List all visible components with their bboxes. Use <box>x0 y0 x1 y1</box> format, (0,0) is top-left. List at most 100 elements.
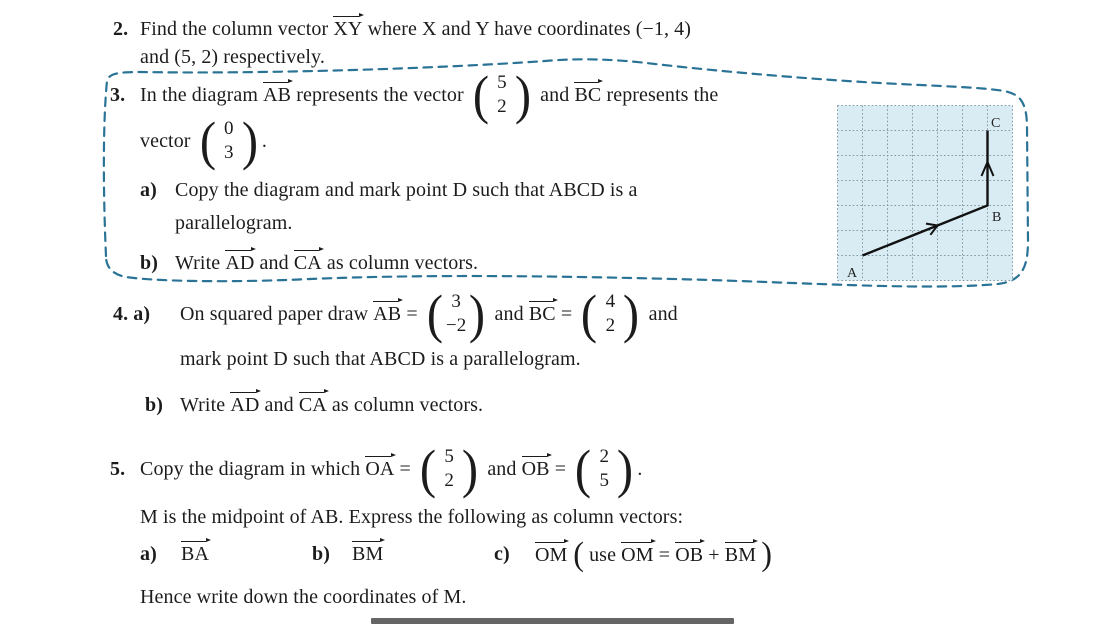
point-label-b: B <box>992 210 1001 225</box>
column-vector-5-2: (5 2) <box>472 66 532 124</box>
close-paren: ) <box>241 111 258 171</box>
close-paren-big: ) <box>761 536 773 573</box>
problem-5-number: 5. <box>110 457 126 480</box>
grid-background <box>837 105 1013 281</box>
p4-text-mid: and <box>489 302 529 325</box>
cvec-bottom: 5 <box>599 470 610 491</box>
cvec-top: 4 <box>605 291 616 312</box>
p4-text-post: and <box>643 302 678 325</box>
problem-3a-line-1: a) Copy the diagram and mark point D such… <box>140 177 637 203</box>
vector-bm: BM <box>352 538 386 565</box>
close-paren: ) <box>462 439 479 499</box>
vector-ob: OB <box>521 452 552 480</box>
cvec-top: 0 <box>223 118 234 139</box>
vector-om: OM <box>535 538 570 566</box>
p5-eq2: = <box>549 457 572 480</box>
p3-text-mid: represents the vector <box>291 83 469 106</box>
vector-bm: BM <box>724 538 759 566</box>
p5c-expression: OM ( use OM = OB + BM ) <box>535 535 773 575</box>
problem-2-line-1: 2.Find the column vector XY where X and … <box>113 12 692 42</box>
point-label-c: C <box>991 116 1000 131</box>
vector-ob: OB <box>675 538 706 566</box>
column-vector-0-3: (0 3) <box>199 112 259 170</box>
p2-text-pre: Find the column vector <box>140 17 334 40</box>
cvec-bottom: 3 <box>223 142 234 163</box>
open-paren-big: ( <box>572 536 584 573</box>
cvec-bottom: 2 <box>605 315 616 336</box>
p4-eq2: = <box>555 302 578 325</box>
vector-ba: BA <box>181 538 211 565</box>
vector-bc: BC <box>528 297 558 325</box>
vector-om: OM <box>621 538 657 566</box>
p3a-label: a) <box>140 178 157 201</box>
open-paren: ( <box>426 284 444 344</box>
p5c-plus: + <box>703 543 725 566</box>
p5c-eq: = <box>653 543 676 566</box>
open-paren: ( <box>575 439 592 499</box>
p3b-mid: and <box>254 251 294 274</box>
arrowhead-bc <box>980 159 995 177</box>
column-vector-4-2: (4 2) <box>580 285 640 343</box>
vector-ad: AD <box>230 388 262 416</box>
vector-ca: CA <box>293 246 324 274</box>
vector-xy: XY <box>333 12 365 40</box>
p3a-text: Copy the diagram and mark point D such t… <box>175 178 638 201</box>
cvec-bottom: −2 <box>445 315 467 336</box>
column-vector-3-neg2: (3−2) <box>426 285 487 343</box>
point-label-a: A <box>847 266 858 281</box>
vector-ab: AB <box>263 78 294 106</box>
cvec-top: 3 <box>451 291 461 312</box>
problem-3a-line-2: parallelogram. <box>175 212 293 234</box>
problem-4b-line: b)Write AD and CA as column vectors. <box>145 388 484 418</box>
open-paren: ( <box>472 65 490 125</box>
problem-5-abc-row: a) BA b) BM c) OM ( use OM = OB + BM ) <box>0 537 1109 573</box>
problem-3b-line: b)Write AD and CA as column vectors. <box>140 246 479 276</box>
p5-eq1: = <box>394 457 417 480</box>
grid-lines <box>837 105 1013 281</box>
p3-text-post: represents the <box>601 83 719 106</box>
cvec-top: 5 <box>444 446 454 467</box>
p4b-post: as column vectors. <box>326 393 484 416</box>
close-paren: ) <box>514 65 532 125</box>
p2-text-post: where X and Y have coordinates (−1, 4) <box>362 17 692 40</box>
p5c-use: use <box>583 543 622 566</box>
open-paren: ( <box>581 284 598 344</box>
cvec-bottom: 2 <box>497 96 507 117</box>
arrowhead-ab <box>925 222 940 236</box>
p3b-post: as column vectors. <box>321 251 479 274</box>
page-bottom-bar <box>371 618 734 624</box>
problem-4-line-1: 4. a) On squared paper draw AB = (3 −2) an… <box>113 285 678 343</box>
problem-5-line-2: M is the midpoint of AB. Express the fol… <box>140 506 684 528</box>
vector-ad: AD <box>225 246 257 274</box>
p4-eq1: = <box>401 302 423 325</box>
p5-text-pre: Copy the diagram in which <box>140 457 366 480</box>
close-paren: ) <box>623 284 640 344</box>
cvec-top: 5 <box>497 72 507 93</box>
p5c-label: c) <box>494 543 510 565</box>
p5b-label: b) <box>312 543 330 565</box>
vector-grid-diagram: A B C <box>837 105 1013 281</box>
vector-ca: CA <box>298 388 329 416</box>
spacer <box>567 544 572 567</box>
p4b-mid: and <box>259 393 299 416</box>
problem-3-number: 3. <box>110 83 126 106</box>
dashed-outline <box>102 58 1030 288</box>
cvec-top: 2 <box>599 446 610 467</box>
vector-ab: AB <box>373 297 404 325</box>
open-paren: ( <box>199 111 216 171</box>
p4-text-pre: On squared paper draw <box>180 302 374 325</box>
p5-text-post: . <box>637 457 643 480</box>
p5a-label: a) <box>140 543 157 565</box>
p3b-label: b) <box>140 251 158 274</box>
problem-5-hence-line: Hence write down the coordinates of M. <box>140 586 467 608</box>
p3-l2-post: . <box>261 129 267 152</box>
p4b-pre: Write <box>180 393 231 416</box>
vector-bc: BC <box>574 78 604 106</box>
problem-4-number: 4. a) <box>113 302 151 325</box>
cvec-bottom: 2 <box>444 470 454 491</box>
